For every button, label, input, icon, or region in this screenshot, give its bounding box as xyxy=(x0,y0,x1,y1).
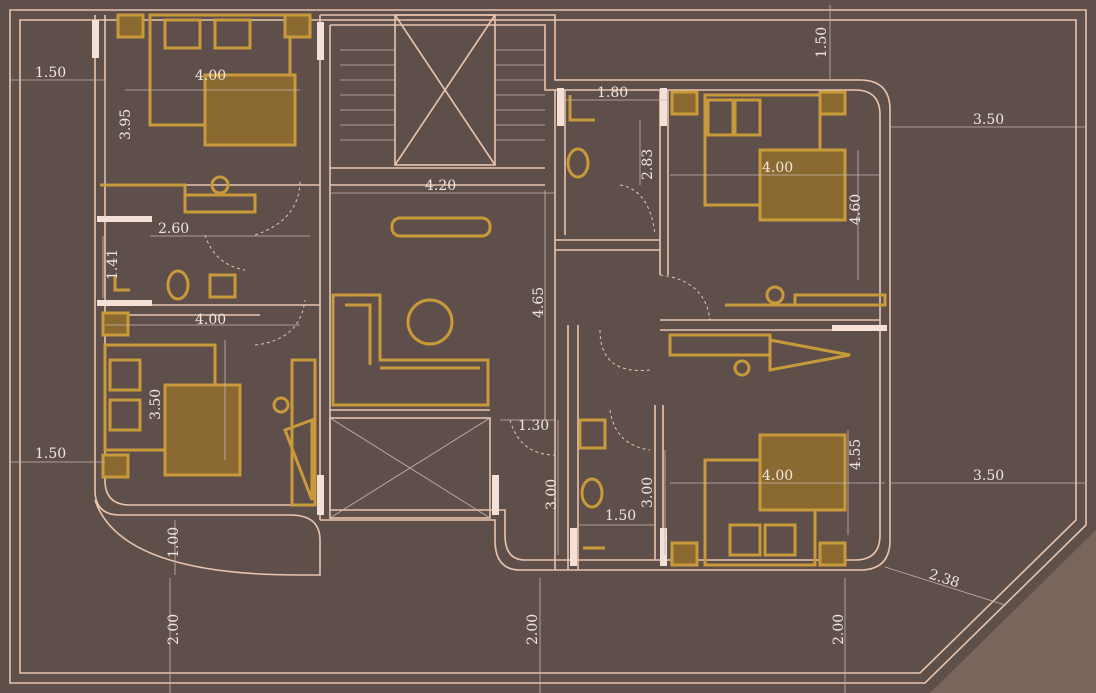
setback-line xyxy=(19,19,1077,674)
dim-bedroom-sw-width: 4.00 xyxy=(195,312,226,328)
dim-bedroom-se-width: 4.00 xyxy=(762,468,793,484)
dim-bath-s-width: 1.50 xyxy=(605,508,636,524)
dim-front-setback-left: 2.00 xyxy=(166,614,182,645)
dim-top-setback-right: 1.50 xyxy=(814,27,830,58)
dim-left-setback-bottom: 1.50 xyxy=(35,446,66,462)
dim-balcony-depth: 1.00 xyxy=(166,527,182,558)
staircase xyxy=(340,14,545,166)
dimension-lines xyxy=(10,5,1086,693)
dim-bedroom-sw-height: 3.50 xyxy=(148,389,164,420)
dim-bedroom-nw-height: 3.95 xyxy=(118,109,134,140)
bed-se xyxy=(670,433,847,567)
dim-bath-s-height-right: 3.00 xyxy=(640,477,656,508)
bed-sw xyxy=(101,311,242,479)
dim-bath-ne-height: 2.83 xyxy=(640,149,656,180)
site-boundary xyxy=(9,9,1087,684)
doors xyxy=(204,179,711,456)
dim-front-setback-mid: 2.00 xyxy=(525,614,541,645)
dim-bath-w-width: 2.60 xyxy=(158,221,189,237)
bed-nw xyxy=(116,13,312,147)
wardrobes xyxy=(100,175,887,507)
dim-hall-width: 4.20 xyxy=(425,178,456,194)
dim-bedroom-ne-height: 4.60 xyxy=(848,194,864,225)
bed-ne xyxy=(670,90,847,222)
dimension-labels: 1.50 3.95 4.00 1.50 1.80 3.50 2.83 4.00 … xyxy=(35,27,1004,645)
dim-right-setback-bottom: 3.50 xyxy=(973,468,1004,484)
dim-bedroom-se-height: 4.55 xyxy=(848,439,864,470)
dim-hall-height: 4.65 xyxy=(531,287,547,318)
dim-right-setback-top: 3.50 xyxy=(973,112,1004,128)
toilets xyxy=(113,95,607,550)
void-opening xyxy=(329,417,491,519)
windows xyxy=(92,20,887,566)
dim-bath-s-height-left: 3.00 xyxy=(544,479,560,510)
dim-bath-ne-width: 1.80 xyxy=(597,85,628,101)
dim-bedroom-nw-width: 4.00 xyxy=(195,68,226,84)
dim-corridor-width: 1.30 xyxy=(518,418,549,434)
dim-front-setback-right: 2.00 xyxy=(831,614,847,645)
dim-left-setback-top: 1.50 xyxy=(35,65,66,81)
dim-bedroom-ne-width: 4.00 xyxy=(762,160,793,176)
dim-bath-w-height: 1.41 xyxy=(105,249,121,280)
sofa xyxy=(331,216,492,407)
